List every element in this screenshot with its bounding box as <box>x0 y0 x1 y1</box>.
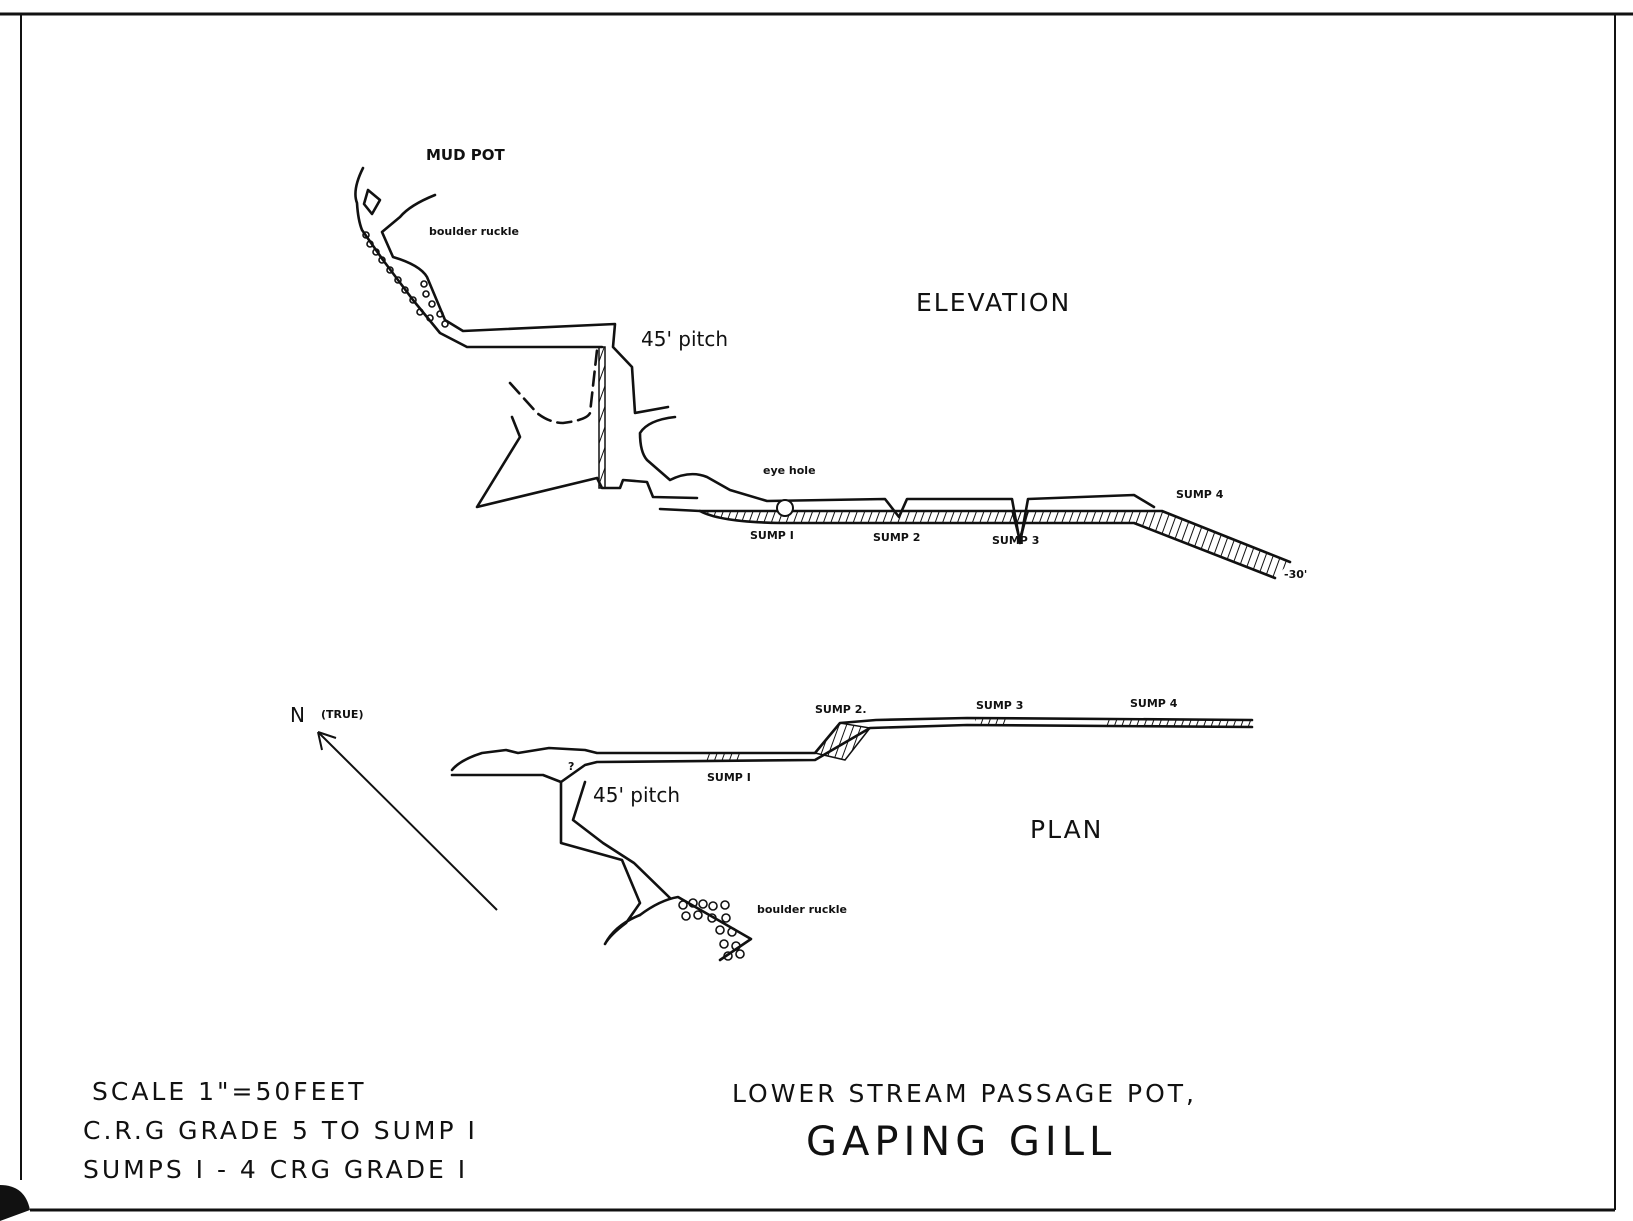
plan-lower-wall <box>450 723 1254 784</box>
plan-marker: ? <box>568 760 574 773</box>
eye-hole <box>776 499 794 517</box>
label-sump4: SUMP 4 <box>1176 488 1224 501</box>
label-mud-pot: MUD POT <box>426 146 506 164</box>
plan-sump2-hatch <box>813 722 872 761</box>
label-sump2: SUMP 2 <box>873 531 920 544</box>
label-depth: -30' <box>1284 568 1307 581</box>
plan-pitch-passage-right <box>571 780 672 900</box>
survey-subtitle: LOWER STREAM PASSAGE POT, <box>732 1079 1197 1108</box>
north-arrowhead-icon <box>317 731 337 751</box>
grade-note-2: SUMPS I - 4 CRG GRADE I <box>83 1155 468 1184</box>
plan-label-sump2: SUMP 2. <box>815 703 867 716</box>
pitch-ladder <box>598 346 606 489</box>
boulder-ruckle-plan <box>678 898 745 961</box>
plan-label-sump3: SUMP 3 <box>976 699 1023 712</box>
plan-boulder-chamber <box>638 895 753 962</box>
page-border <box>0 12 1633 1221</box>
label-sump1: SUMP I <box>750 529 794 542</box>
sump-water <box>700 511 1290 578</box>
north-label: N <box>290 703 305 727</box>
plan-label-boulder-ruckle: boulder ruckle <box>757 903 847 916</box>
boulder-ruckle-elevation <box>362 231 449 328</box>
legend-notes: SCALE 1"=50FEET C.R.G GRADE 5 TO SUMP I … <box>83 1077 478 1184</box>
plan-sump1-hatch <box>706 754 740 761</box>
lower-chamber <box>475 415 699 509</box>
north-arrow <box>317 731 498 911</box>
label-boulder-ruckle: boulder ruckle <box>429 225 519 238</box>
sump3-water <box>1011 510 1029 544</box>
north-note: (TRUE) <box>321 708 363 721</box>
plan-pitch-passage-left <box>559 780 642 946</box>
mud-pot-boulder <box>362 188 382 216</box>
plan-label-pitch: 45' pitch <box>593 783 680 807</box>
label-sump3: SUMP 3 <box>992 534 1039 547</box>
elevation-left-wall <box>354 166 604 349</box>
elevation-right-wall <box>638 415 1156 545</box>
elevation-section: MUD POT boulder ruckle 45' pitch ELEVATI… <box>354 146 1307 581</box>
dashed-chamber-roof <box>508 348 599 425</box>
elevation-title: ELEVATION <box>916 288 1071 317</box>
plan-sump4-hatch <box>1106 720 1252 727</box>
plan-sump3-hatch <box>975 719 1007 725</box>
plan-title: PLAN <box>1030 815 1103 844</box>
scale-note: SCALE 1"=50FEET <box>92 1077 367 1106</box>
elevation-upper-wall <box>380 193 670 415</box>
plan-section: N (TRUE) ? SUMP I 45' pitch SUMP 2. SUMP… <box>290 697 1254 962</box>
grade-note-1: C.R.G GRADE 5 TO SUMP I <box>83 1116 478 1145</box>
title-block: LOWER STREAM PASSAGE POT, GAPING GILL <box>732 1079 1197 1165</box>
label-eye-hole: eye hole <box>763 464 816 477</box>
plan-label-sump1: SUMP I <box>707 771 751 784</box>
label-pitch: 45' pitch <box>641 327 728 351</box>
survey-title: GAPING GILL <box>806 1119 1116 1165</box>
plan-label-sump4: SUMP 4 <box>1130 697 1178 710</box>
